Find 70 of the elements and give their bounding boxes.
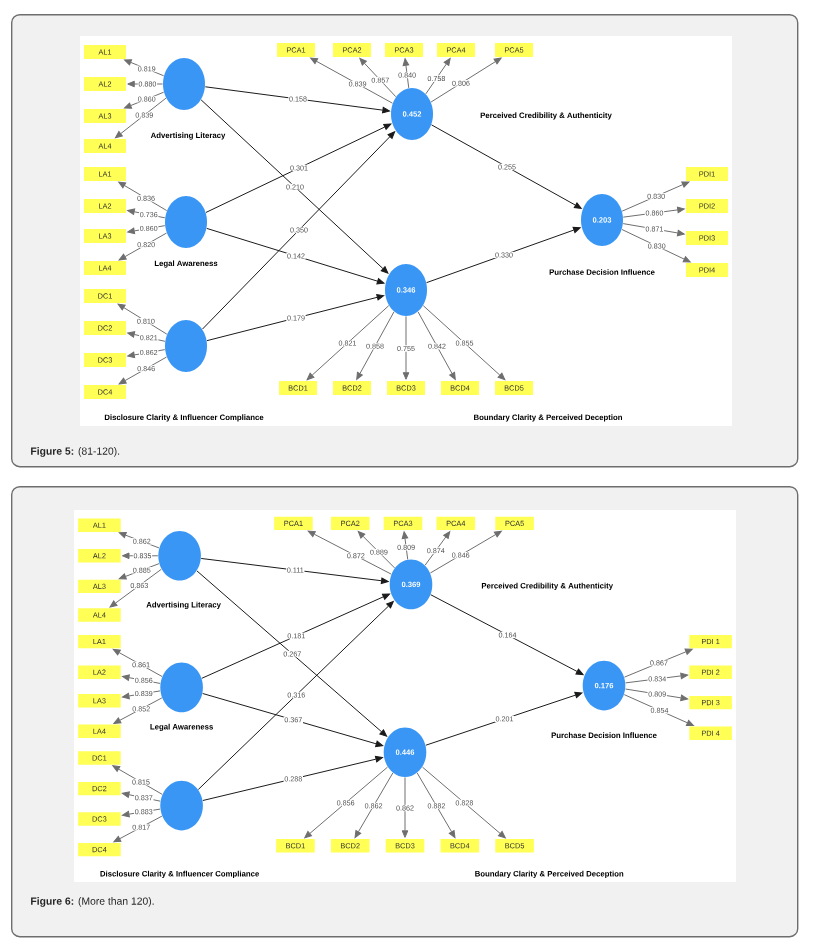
arrow	[430, 57, 502, 103]
arrow	[622, 206, 685, 218]
arrow	[402, 315, 410, 380]
arrow	[430, 594, 584, 676]
arrow	[206, 294, 385, 342]
arrow	[401, 776, 409, 838]
arrow	[307, 530, 392, 575]
arrow	[422, 305, 506, 381]
arrow	[113, 815, 163, 843]
arrow	[304, 766, 388, 839]
arrow	[201, 593, 391, 679]
arrow	[356, 311, 395, 380]
arrow	[622, 223, 685, 237]
arrow	[206, 227, 385, 285]
arrow	[117, 303, 168, 335]
arrow	[426, 226, 581, 284]
arrow	[425, 691, 583, 746]
arrow	[431, 124, 582, 209]
arrow	[112, 765, 163, 795]
arrow	[113, 697, 163, 724]
arrow	[202, 693, 384, 748]
arrow	[200, 99, 389, 274]
arrow	[121, 808, 161, 818]
arrow	[127, 208, 166, 219]
arrow	[401, 531, 409, 560]
arrow	[124, 59, 165, 77]
arrow	[354, 772, 394, 839]
arrow	[429, 530, 502, 574]
arrow	[621, 229, 691, 263]
arrow	[623, 694, 694, 727]
arrow	[112, 648, 163, 677]
arrow	[121, 690, 161, 700]
arrow	[625, 688, 689, 702]
arrow	[621, 181, 690, 212]
construct-circle	[165, 320, 207, 372]
arrow	[118, 532, 160, 549]
arrow	[202, 755, 383, 801]
arrow	[201, 131, 396, 330]
arrow	[425, 58, 451, 95]
arrow	[127, 349, 166, 359]
arrow	[623, 648, 693, 678]
arrow	[197, 600, 394, 790]
arrow	[416, 772, 456, 839]
arrow	[127, 331, 166, 342]
arrow	[310, 57, 393, 104]
arrow	[359, 57, 397, 98]
arrow	[204, 86, 390, 114]
arrow	[121, 552, 159, 560]
arrow	[109, 568, 162, 608]
arrow	[118, 356, 168, 385]
arrow	[127, 80, 164, 88]
arrow	[118, 232, 168, 261]
arrow	[127, 225, 166, 235]
arrow	[200, 557, 389, 584]
arrow	[115, 97, 167, 139]
arrow	[417, 311, 456, 380]
construct-circle	[160, 780, 203, 831]
arrow	[121, 674, 161, 684]
arrow	[205, 123, 392, 213]
arrow	[118, 563, 160, 580]
arrow	[124, 91, 165, 109]
arrow	[424, 531, 451, 566]
arrow	[625, 672, 689, 684]
arrow	[118, 181, 168, 212]
arrow	[357, 530, 396, 569]
arrow	[422, 766, 506, 839]
arrow	[402, 58, 410, 89]
arrow	[121, 791, 161, 802]
arrow	[306, 305, 390, 381]
arrow	[196, 570, 388, 737]
